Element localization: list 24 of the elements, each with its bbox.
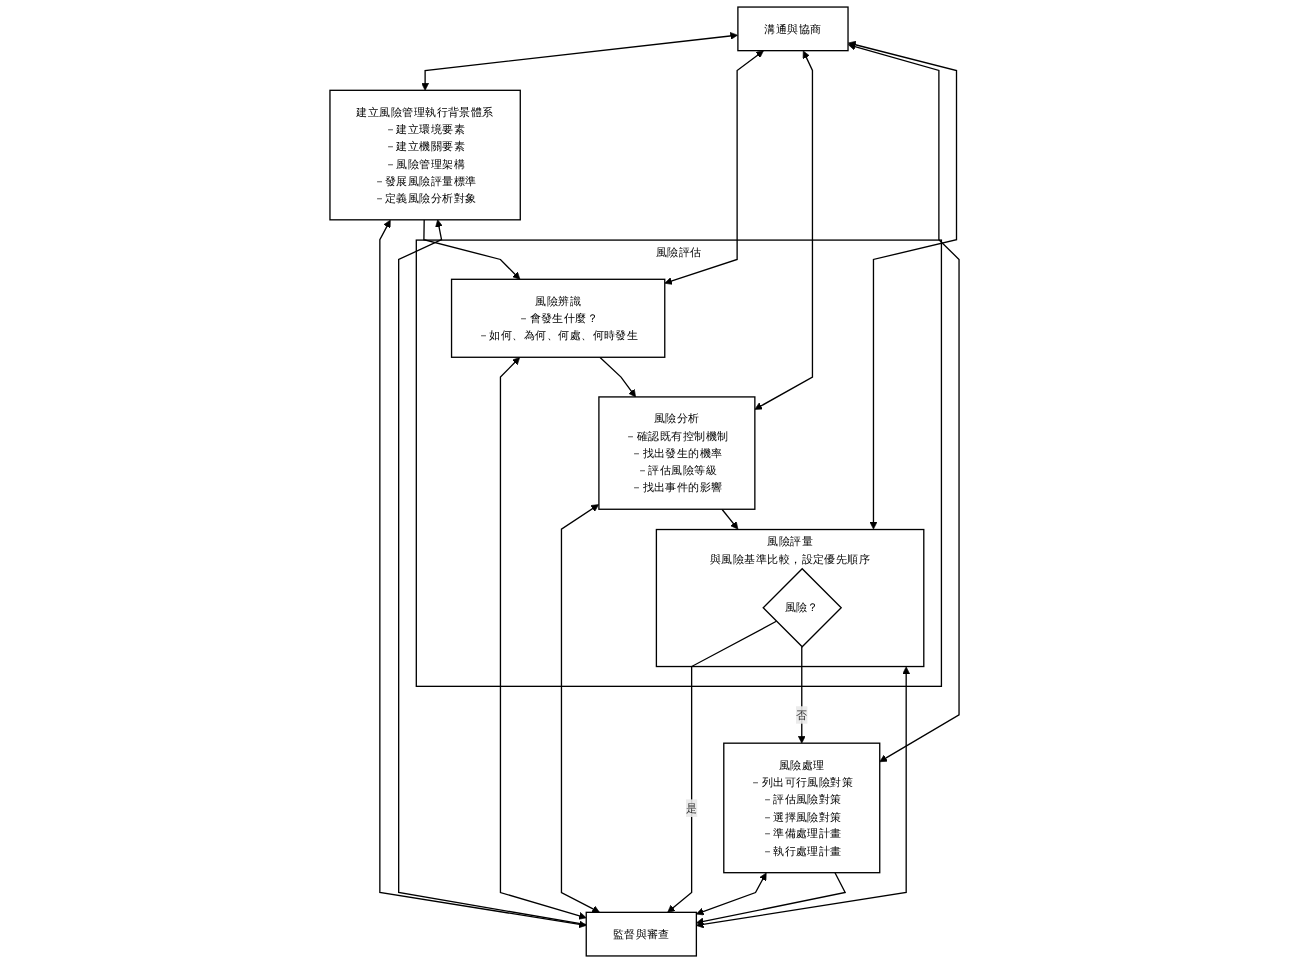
node-box: 風險辨識 －會發生什麼？ －如何、為何、何處、何時發生 <box>450 278 666 358</box>
node-box: 溝通與協商 <box>737 6 849 52</box>
arrow <box>797 646 806 744</box>
node-box: 建立風險管理執行背景體系 －建立環境要素 －建立機關要素 －風險管理架構 －發展風險評量標準 －定義風險分析對象 <box>329 89 521 221</box>
arrow <box>423 219 521 280</box>
edge-label: 否 <box>796 707 808 722</box>
node-box: 風險分析 －確認既有控制機制 －找出發生的機率 －評估風險等級 －找出事件的影響 <box>598 396 756 510</box>
arrow <box>721 508 739 530</box>
node-box: 風險處理 －列出可行風險對策 －評估風險對策 －選擇風險對策 －準備處理計畫 －執行處理計畫 <box>723 742 881 874</box>
arrow <box>599 356 636 398</box>
edge-label: 是 <box>685 801 698 815</box>
arrow <box>696 872 847 926</box>
arrow <box>848 40 958 530</box>
arrow <box>754 50 814 410</box>
node-box: 監督與審查 <box>585 911 698 957</box>
arrow <box>848 42 960 763</box>
arrow <box>499 357 587 920</box>
arrow <box>560 504 600 913</box>
arrow <box>696 872 767 916</box>
arrow <box>421 32 738 91</box>
node-diamond: 風險？ <box>762 567 843 648</box>
arrow <box>696 666 911 929</box>
arrow <box>664 50 764 285</box>
arrow <box>667 620 777 913</box>
